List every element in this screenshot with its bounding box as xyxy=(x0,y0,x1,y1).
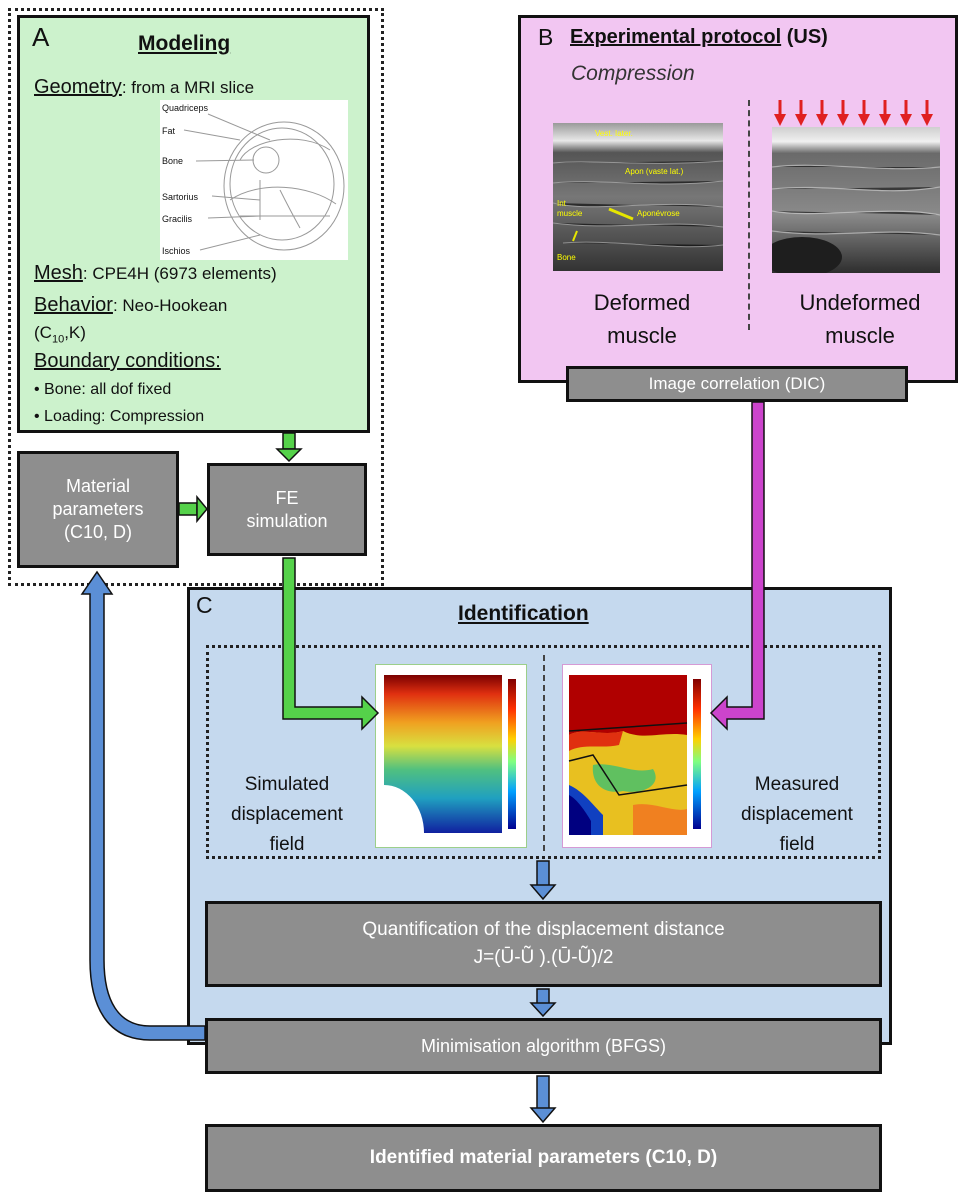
ultrasound-deformed-texture xyxy=(553,123,723,271)
behavior-params-post: ,K) xyxy=(64,323,86,342)
arrow-minimisation-to-result xyxy=(529,1075,557,1124)
modeling-outer-group xyxy=(8,8,384,586)
material-parameters-box: Material parameters (C10, D) xyxy=(17,451,179,568)
undeformed-muscle-label: muscle xyxy=(825,323,895,348)
behavior-label: Behavior xyxy=(34,294,113,316)
measured-label-line2: displacement xyxy=(741,804,853,825)
measured-field-svg xyxy=(568,675,701,835)
bullet-loading: • Loading: Compression xyxy=(34,408,205,425)
minimisation-box: Minimisation algorithm (BFGS) xyxy=(205,1018,882,1074)
mri-slice-sketch xyxy=(183,113,345,251)
quantification-formula: J=(Ū-Ũ ).(Ū-Ũ)/2 xyxy=(473,947,614,968)
deformed-label: Deformed xyxy=(593,290,691,315)
us-annot-apon: Apon (vaste lat.) xyxy=(625,167,684,176)
geometry-line: Geometry: from a MRI slice xyxy=(34,76,254,99)
measured-field-label: Measured displacement field xyxy=(712,770,882,860)
slice-label-gracilis: Gracilis xyxy=(162,214,193,224)
panel-c-separator xyxy=(543,655,545,851)
slice-label-sartorius: Sartorius xyxy=(162,192,199,202)
mri-slice-image: Quadriceps Fat Bone Sartorius Gracilis I… xyxy=(160,100,348,260)
quantification-line1: Quantification of the displacement dista… xyxy=(362,919,725,940)
compression-subtitle: Compression xyxy=(571,62,695,85)
minimisation-text: Minimisation algorithm (BFGS) xyxy=(420,1035,667,1056)
identification-title: Identification xyxy=(458,602,589,625)
panel-b-separator xyxy=(748,100,750,330)
mesh-value: : CPE4H (6973 elements) xyxy=(82,264,277,283)
simulated-field-svg xyxy=(384,675,516,833)
slice-label-bone: Bone xyxy=(162,156,184,166)
us-annot-int: Int xyxy=(557,199,566,208)
image-correlation-text: Image correlation (DIC) xyxy=(648,374,826,393)
arrow-fe-to-simulated-field xyxy=(282,557,380,731)
quantification-box: Quantification of the displacement dista… xyxy=(205,901,882,987)
geometry-value: : from a MRI slice xyxy=(121,78,255,97)
fe-box-line1: FE xyxy=(275,487,299,508)
displacement-fields-group xyxy=(206,645,881,859)
us-annot-vest: Vest. Iater. xyxy=(595,129,633,138)
behavior-value: : Neo-Hookean xyxy=(112,296,228,315)
image-correlation-box: Image correlation (DIC) xyxy=(566,366,908,402)
simulated-label-line3: field xyxy=(269,834,305,855)
simulated-field-plot xyxy=(375,664,527,848)
arrow-quantification-to-minimisation xyxy=(529,988,557,1018)
panel-letter-b: B xyxy=(538,24,554,50)
mesh-line: Mesh: CPE4H (6973 elements) xyxy=(34,262,277,285)
arrow-dic-to-measured-field xyxy=(709,401,765,731)
panel-letter-c: C xyxy=(196,592,213,618)
behavior-params-sub: 10 xyxy=(51,333,65,346)
undeformed-label: Undeformed xyxy=(799,290,921,315)
identified-parameters-box: Identified material parameters (C10, D) xyxy=(205,1124,882,1192)
arrow-feedback-to-material xyxy=(80,570,206,1041)
experimental-title-suffix: (US) xyxy=(786,26,828,48)
simulated-field-label: Simulated displacement field xyxy=(207,770,367,860)
compression-arrows xyxy=(774,100,933,126)
us-annot-aponevrose: Aponévrose xyxy=(637,209,680,218)
experimental-title-text: Experimental protocol xyxy=(570,26,782,48)
behavior-params-pre: (C xyxy=(34,323,52,342)
us-annot-bone: Bone xyxy=(557,253,576,262)
boundary-label: Boundary conditions: xyxy=(34,350,221,372)
fe-simulation-box: FE simulation xyxy=(207,463,367,556)
bullet-bone: • Bone: all dof fixed xyxy=(34,381,172,398)
measured-label-line1: Measured xyxy=(754,774,840,795)
slice-label-quadriceps: Quadriceps xyxy=(162,103,209,113)
experimental-title: Experimental protocol (US) xyxy=(570,26,828,49)
ultrasound-undeformed-image xyxy=(772,127,940,273)
arrow-material-to-fe xyxy=(178,494,208,524)
material-box-line2: parameters xyxy=(52,499,144,519)
slice-label-fat: Fat xyxy=(162,126,176,136)
arrow-fields-to-quantification xyxy=(529,860,557,901)
arrow-modeling-to-fe xyxy=(275,432,303,463)
simulated-label-line2: displacement xyxy=(231,804,343,825)
us-annot-muscle: muscle xyxy=(557,209,583,218)
modeling-title: Modeling xyxy=(138,32,231,55)
material-box-line3: (C10, D) xyxy=(63,522,132,542)
behavior-params: (C10,K) xyxy=(34,323,86,345)
ultrasound-undeformed-texture xyxy=(772,127,940,273)
mesh-label: Mesh xyxy=(34,262,83,284)
slice-label-ischios: Ischios xyxy=(162,246,191,256)
geometry-label: Geometry xyxy=(34,76,122,98)
simulated-label-line1: Simulated xyxy=(244,774,330,795)
deformed-muscle-label: muscle xyxy=(607,323,677,348)
material-box-line1: Material xyxy=(65,476,131,496)
measured-label-line3: field xyxy=(779,834,815,855)
panel-letter-a: A xyxy=(32,22,50,52)
identified-parameters-text: Identified material parameters (C10, D) xyxy=(369,1147,718,1168)
ultrasound-deformed-image: Vest. Iater. Apon (vaste lat.) Int muscl… xyxy=(553,123,723,271)
behavior-line: Behavior: Neo-Hookean xyxy=(34,294,227,317)
measured-field-plot xyxy=(562,664,712,848)
fe-box-line2: simulation xyxy=(246,510,328,531)
